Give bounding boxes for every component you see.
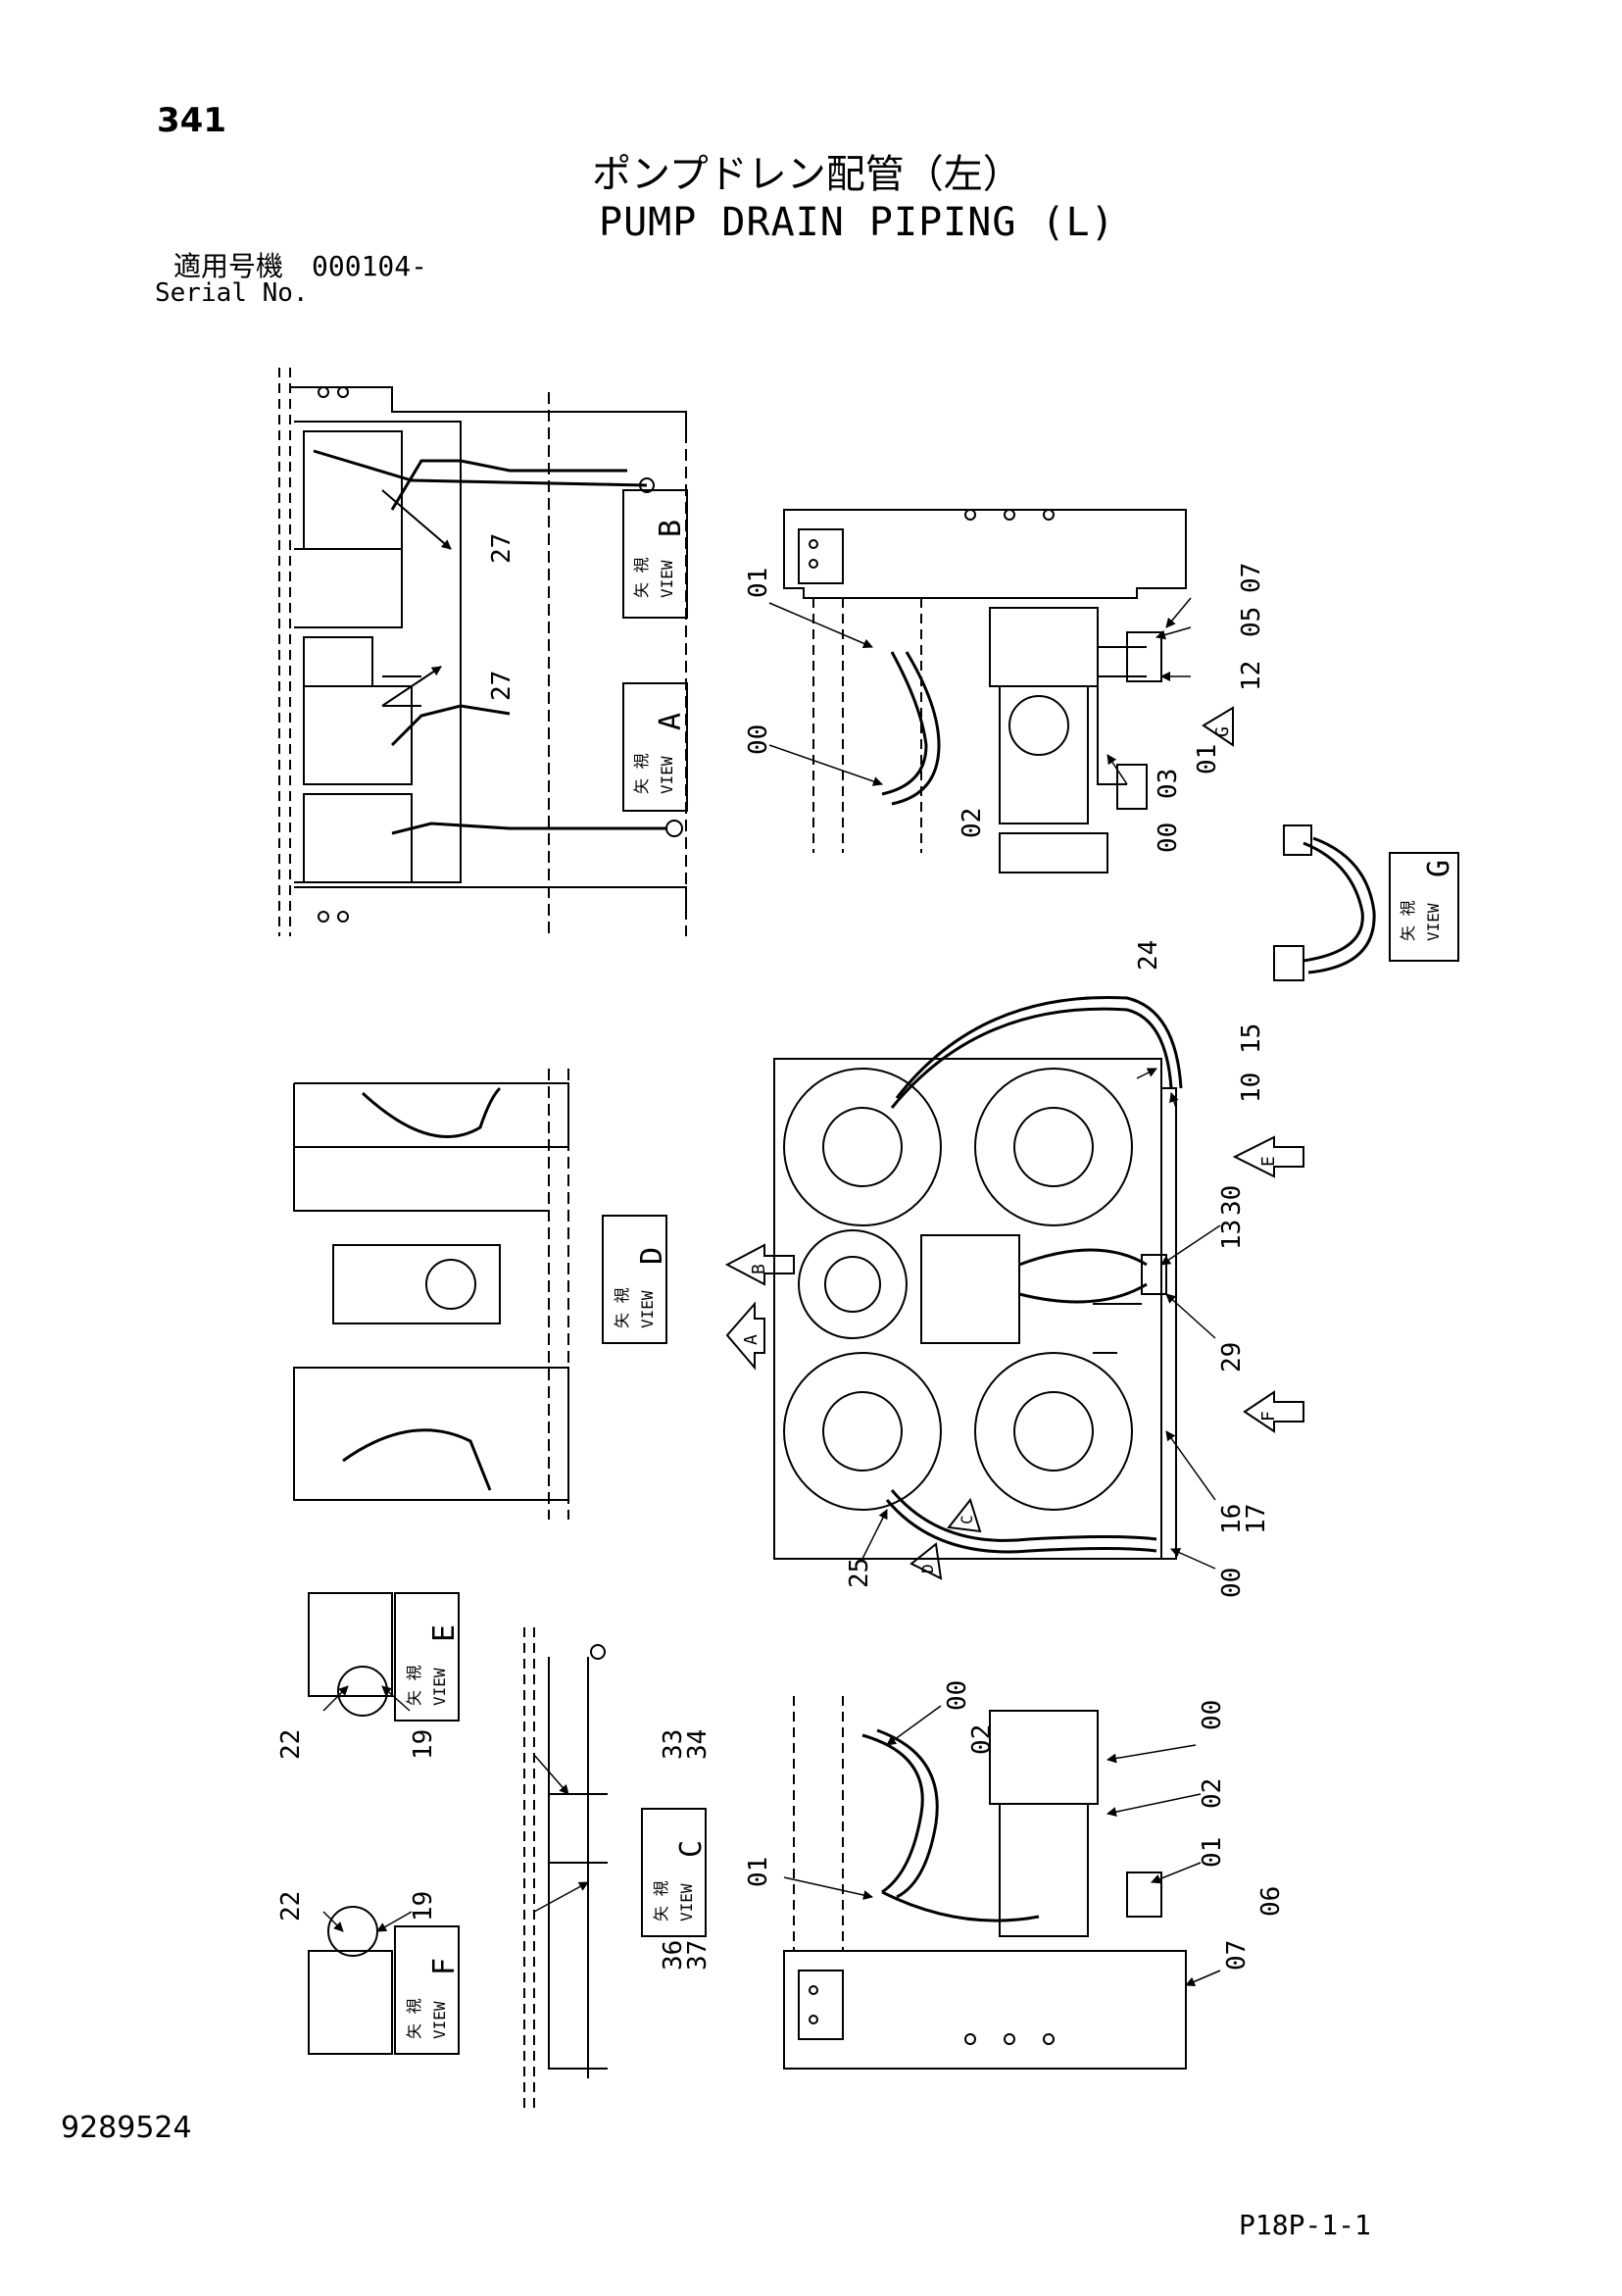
part-00-top2: 00 [1154, 823, 1183, 853]
svg-text:矢 視: 矢 視 [1399, 900, 1417, 941]
part-19-e: 19 [409, 1729, 438, 1760]
part-24: 24 [1134, 940, 1163, 971]
svg-text:矢 視: 矢 視 [405, 1998, 423, 2039]
part-01-bl: 01 [744, 1857, 773, 1887]
part-27-b: 27 [487, 533, 516, 564]
part-17: 17 [1242, 1504, 1271, 1534]
serial-label-japanese: 適用号機 [173, 250, 284, 282]
svg-text:C: C [674, 1840, 709, 1858]
part-02-br: 02 [1198, 1778, 1227, 1809]
svg-text:A: A [654, 713, 688, 730]
part-00-top: 00 [744, 724, 773, 755]
part-33: 33 [659, 1729, 688, 1760]
part-19-f: 19 [409, 1891, 438, 1922]
part-16: 16 [1217, 1504, 1247, 1534]
direction-marker-a [725, 1301, 765, 1371]
part-00-bl: 00 [943, 1680, 972, 1711]
view-d-assembly [293, 1069, 667, 1520]
svg-text:VIEW: VIEW [677, 1883, 696, 1922]
part-01-g: 01 [1193, 744, 1222, 774]
direction-marker-d [909, 1542, 943, 1580]
direction-marker-c [947, 1497, 982, 1533]
view-a-label-box [622, 682, 688, 812]
svg-text:矢 視: 矢 視 [405, 1665, 423, 1706]
serial-label-english: Serial No. [155, 278, 309, 308]
view-f-text: 矢 視 VIEW F [405, 1958, 462, 2039]
view-g-hose-detail [1273, 824, 1459, 981]
part-15: 15 [1237, 1023, 1266, 1054]
direction-marker-e [1232, 1135, 1304, 1178]
svg-text:VIEW: VIEW [638, 1290, 657, 1328]
part-36: 36 [659, 1940, 688, 1971]
svg-text:矢 視: 矢 視 [652, 1880, 670, 1922]
view-d-text: 矢 視 VIEW D [613, 1247, 669, 1328]
part-callouts: 27 27 01 00 02 07 05 12 01 03 00 24 15 1… [276, 533, 1286, 1971]
part-02-top: 02 [958, 808, 987, 838]
part-03-top: 03 [1154, 769, 1183, 799]
svg-text:矢 視: 矢 視 [632, 557, 651, 598]
svg-text:G: G [1422, 860, 1456, 877]
svg-text:D: D [635, 1247, 669, 1265]
part-37: 37 [683, 1940, 713, 1971]
part-00-br: 00 [1198, 1700, 1227, 1730]
view-g-text: 矢 視 VIEW G [1399, 860, 1456, 941]
svg-text:VIEW: VIEW [658, 560, 676, 598]
marker-c-letter: C [958, 1515, 976, 1524]
part-27-a: 27 [487, 671, 516, 701]
bottom-right-pump-view [783, 1696, 1187, 2070]
view-b-text: 矢 視 VIEW B [632, 520, 688, 598]
main-pump-assembly [773, 995, 1183, 1560]
svg-text:F: F [427, 1958, 462, 1975]
svg-text:B: B [654, 520, 688, 537]
part-00-mid: 00 [1217, 1568, 1247, 1598]
marker-a-letter: A [741, 1334, 762, 1345]
part-13: 13 [1217, 1220, 1247, 1250]
direction-marker-f [1243, 1390, 1304, 1433]
top-right-pump-view [783, 509, 1187, 873]
direction-marker-b [724, 1243, 795, 1286]
marker-b-letter: B [749, 1264, 769, 1274]
title-english: PUMP DRAIN PIPING (L) [599, 200, 1115, 245]
leader-lines [322, 597, 1221, 1987]
part-22-e: 22 [276, 1729, 306, 1760]
svg-text:矢 視: 矢 視 [632, 753, 651, 794]
view-c-assembly [523, 1627, 707, 2108]
part-12-top: 12 [1237, 661, 1266, 691]
marker-g-letter: G [1212, 726, 1233, 737]
view-ab-assembly [278, 368, 687, 936]
part-02-bl: 02 [967, 1724, 997, 1755]
part-06-br: 06 [1256, 1886, 1286, 1917]
view-e-text: 矢 視 VIEW E [405, 1624, 462, 1706]
serial-number: 000104- [312, 250, 428, 282]
part-30: 30 [1217, 1185, 1247, 1216]
part-01-br: 01 [1198, 1837, 1227, 1868]
part-07-top: 07 [1237, 563, 1266, 593]
svg-text:VIEW: VIEW [658, 756, 676, 794]
part-29: 29 [1217, 1342, 1247, 1373]
svg-text:VIEW: VIEW [430, 1668, 449, 1706]
marker-d-letter: D [918, 1564, 937, 1573]
part-34: 34 [683, 1729, 713, 1760]
part-10: 10 [1237, 1073, 1266, 1103]
marker-e-letter: E [1258, 1156, 1279, 1167]
page-number: 341 [157, 101, 226, 140]
part-01-top: 01 [744, 568, 773, 598]
part-25: 25 [845, 1558, 874, 1588]
svg-text:E: E [427, 1624, 462, 1642]
view-b-label-box [622, 489, 688, 619]
sheet-reference: P18P-1-1 [1239, 2209, 1371, 2241]
direction-marker-g [1202, 706, 1234, 747]
part-22-f: 22 [276, 1891, 306, 1922]
svg-text:VIEW: VIEW [1424, 903, 1443, 941]
document-number: 9289524 [61, 2111, 192, 2145]
svg-text:VIEW: VIEW [430, 2001, 449, 2039]
view-c-text: 矢 視 VIEW C [652, 1840, 709, 1922]
svg-text:矢 視: 矢 視 [613, 1287, 631, 1328]
marker-f-letter: F [1258, 1411, 1279, 1422]
view-a-text: 矢 視 VIEW A [632, 713, 688, 794]
part-07-br: 07 [1222, 1940, 1252, 1971]
title-japanese: ポンプドレン配管（左） [592, 152, 1022, 197]
part-05-top: 05 [1237, 607, 1266, 637]
